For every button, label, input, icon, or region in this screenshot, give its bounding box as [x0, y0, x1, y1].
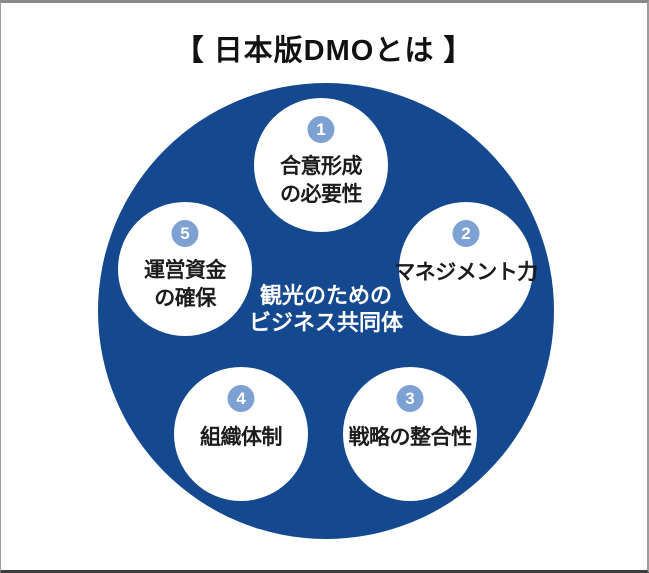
item-1-number-badge: 1 — [307, 116, 335, 143]
item-2-number-badge: 2 — [452, 220, 480, 247]
item-label: 戦略の整合性 — [348, 426, 473, 450]
item-label: 運営資金 の確保 — [144, 259, 227, 311]
item-label: 組織体制 — [200, 426, 283, 450]
item-circle-organization: 4 組織体制 — [174, 367, 308, 501]
item-circle-management: 2 マネジメント力 — [394, 202, 538, 336]
item-4-number-badge: 4 — [227, 385, 255, 412]
item-circle-funding: 5 運営資金 の確保 — [118, 202, 252, 336]
item-label: マネジメント力 — [394, 261, 538, 285]
page-title: 【 日本版DMOとは 】 — [174, 35, 474, 67]
item-circle-strategy: 3 戦略の整合性 — [343, 367, 477, 501]
item-3-number-badge: 3 — [396, 385, 424, 412]
item-circle-consensus: 1 合意形成 の必要性 — [254, 98, 388, 232]
item-label: 合意形成 の必要性 — [280, 155, 363, 207]
item-5-number-badge: 5 — [171, 220, 199, 247]
center-label: 観光のための ビジネス共同体 — [248, 283, 404, 335]
